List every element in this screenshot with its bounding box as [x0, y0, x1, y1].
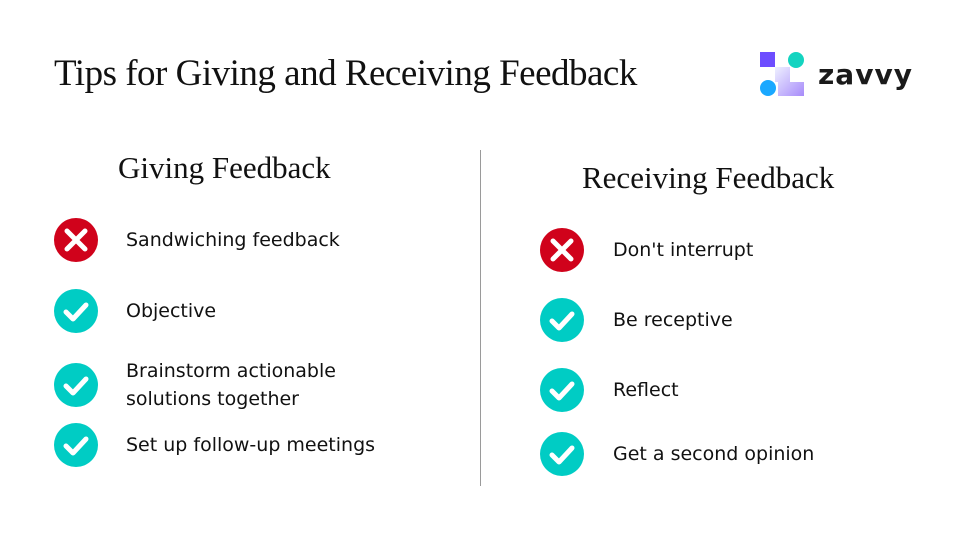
item-label: Get a second opinion [613, 443, 815, 465]
item-label: Be receptive [613, 309, 733, 331]
giving-feedback-title: Giving Feedback [118, 150, 331, 185]
list-item: Objective [54, 289, 216, 333]
check-circle-icon [54, 363, 98, 407]
check-circle-icon [54, 423, 98, 467]
logo-text: zavvy [818, 57, 913, 91]
x-circle-icon [540, 228, 584, 272]
list-item: Get a second opinion [540, 432, 814, 476]
check-circle-icon [540, 368, 584, 412]
list-item: Set up follow-up meetings [54, 423, 375, 467]
item-label-line2: solutions together [126, 388, 299, 410]
item-label: Don't interrupt [613, 239, 754, 261]
item-label: Set up follow-up meetings [126, 434, 376, 456]
zavvy-logo-icon [760, 52, 804, 96]
list-item: Sandwiching feedback [54, 218, 340, 262]
item-label: Objective [126, 300, 217, 322]
list-item: Be receptive [540, 298, 733, 342]
check-circle-icon [540, 298, 584, 342]
list-item: Don't interrupt [540, 228, 753, 272]
column-divider [480, 150, 481, 486]
item-label: Reflect [613, 379, 679, 401]
x-circle-icon [54, 218, 98, 262]
receiving-feedback-title: Receiving Feedback [582, 160, 835, 195]
item-label: Sandwiching feedback [126, 229, 340, 251]
list-item: Brainstorm actionable solutions together [54, 357, 336, 413]
item-label: Brainstorm actionable [126, 360, 336, 382]
check-circle-icon [540, 432, 584, 476]
zavvy-logo: zavvy [760, 52, 913, 96]
list-item: Reflect [540, 368, 679, 412]
page-title: Tips for Giving and Receiving Feedback [54, 53, 637, 94]
check-circle-icon [54, 289, 98, 333]
